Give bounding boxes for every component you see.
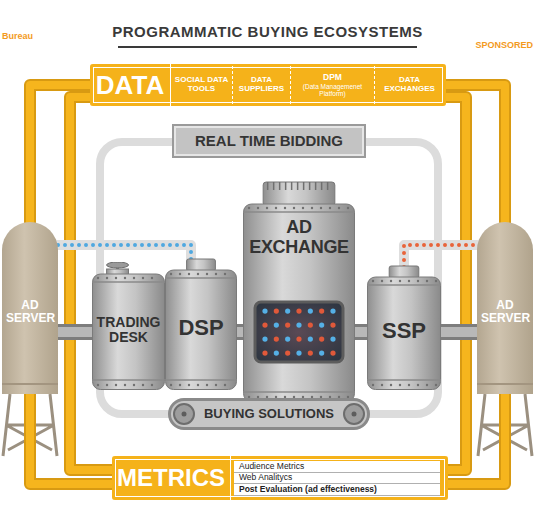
pipe-connector (355, 327, 367, 337)
pipe-connector (58, 327, 92, 337)
node-label: AD SERVER (6, 299, 54, 325)
pipe-casing (58, 245, 191, 260)
metrics-band: METRICS Audience MetricsWeb AnalitycsPost… (112, 456, 448, 500)
title-underline (118, 46, 417, 48)
metrics-row: Post Evaluation (ad effectiveness) (234, 484, 440, 496)
pipe-connector (446, 85, 505, 226)
metrics-row: Audience Metrics (234, 461, 440, 473)
node-label: REAL TIME BIDDING (195, 133, 343, 150)
node-label: METRICS (112, 456, 231, 500)
pipe-connector (237, 327, 243, 337)
pipe-connector (448, 394, 505, 484)
node-label: DSP (178, 316, 223, 340)
node-sublabel: (Data Managemenet Platform) (294, 83, 371, 97)
dsp-tank: DSP (165, 258, 237, 390)
pipe (446, 85, 505, 226)
tank-shape (243, 180, 355, 402)
data-source-cell: DATA SUPPLIERS (232, 66, 290, 104)
data-source-cell: DPM(Data Managemenet Platform) (290, 66, 374, 104)
pipe-connector (30, 85, 90, 226)
ssp-tank: SSP (367, 265, 441, 390)
pipe (30, 85, 90, 226)
buying-solutions-conveyor: BUYING SOLUTIONS (168, 398, 370, 430)
pipe-casing (355, 324, 367, 340)
pipe (404, 245, 477, 267)
pipe-casing (446, 85, 505, 226)
node-label: SOCIAL DATA TOOLS (174, 76, 229, 94)
data-pipe (404, 245, 477, 267)
node-label: DATA EXCHANGES (378, 76, 441, 94)
node-label: AD EXCHANGE (247, 218, 351, 258)
pipe (30, 394, 112, 484)
node-label: AD SERVER (481, 299, 529, 325)
pipe-casing (30, 394, 112, 484)
corner-label: Bureau (2, 31, 33, 41)
pipe (237, 332, 243, 333)
node-label: DATA (90, 64, 171, 106)
pipe-casing (404, 245, 477, 267)
node-label: Audience Metrics (239, 462, 304, 471)
node-label: SSP (382, 319, 426, 343)
data-pipe (58, 245, 191, 260)
data-band: DATASOCIAL DATA TOOLSDATA SUPPLIERSDPM(D… (90, 64, 446, 106)
pipe-connector (441, 327, 477, 337)
node-label: Post Evaluation (ad effectiveness) (239, 485, 377, 494)
ad-exchange-tank: AD EXCHANGE (243, 180, 355, 402)
title: PROGRAMMATIC BUYING ECOSYSTEMS (0, 23, 535, 40)
inner-pipes (70, 97, 466, 470)
pipe-casing (237, 324, 243, 340)
node-label: DPM (323, 73, 342, 82)
corner-label: SPONSORED (475, 40, 533, 50)
pipe (58, 332, 92, 333)
rtb-plate: REAL TIME BIDDING (172, 124, 366, 158)
pipe (441, 332, 477, 333)
ad-server-tank: AD SERVER (477, 222, 533, 394)
node-label: TRADING DESK (96, 315, 161, 346)
pipe-casing (441, 324, 477, 340)
tank-legs (3, 394, 532, 456)
pipe (448, 394, 505, 484)
pipe-casing (30, 85, 90, 226)
metrics-row: Web Analitycs (234, 473, 440, 484)
pipe (355, 332, 367, 333)
pipe-casing (448, 394, 505, 484)
node-label: DATA SUPPLIERS (236, 76, 287, 94)
pipe (58, 245, 191, 260)
data-source-cell: SOCIAL DATA TOOLS (170, 66, 232, 104)
pipe-casing (58, 324, 92, 340)
ad-server-tank: AD SERVER (2, 222, 58, 394)
node-label: Web Analitycs (239, 473, 292, 482)
node-label: BUYING SOLUTIONS (204, 407, 334, 421)
data-source-cell: DATA EXCHANGES (374, 66, 444, 104)
trading-desk-tank: TRADING DESK (92, 262, 165, 390)
pipe-connector (30, 394, 112, 484)
